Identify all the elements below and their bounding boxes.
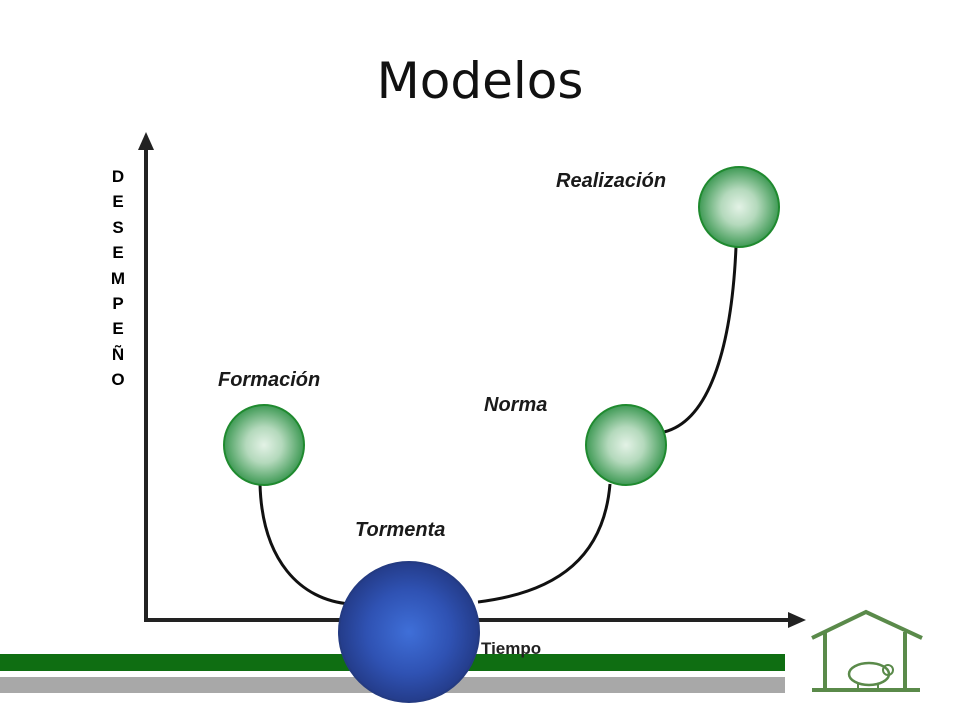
x-axis-arrowhead [788, 612, 806, 628]
stage-label-tormenta: Tormenta [355, 519, 446, 541]
curve-tormenta-norma [477, 483, 612, 604]
node-tormenta [338, 561, 480, 703]
stage-label-formacion: Formación [218, 369, 321, 391]
node-formacion [223, 404, 305, 486]
y-axis-arrowhead [138, 132, 154, 150]
y-axis-label: D E S E M P E Ñ O [110, 167, 126, 390]
stage-label-norma: Norma [484, 394, 548, 416]
house-with-pig-logo [811, 609, 923, 692]
x-axis-label: Tiempo [481, 639, 542, 658]
node-realizacion [698, 166, 780, 248]
curve-norma-realizacion [663, 246, 738, 434]
stage-label-realizacion: Realización [556, 170, 667, 192]
curve-formacion-tormenta [258, 483, 351, 606]
node-norma [585, 404, 667, 486]
page-title: Modelos [376, 52, 584, 110]
